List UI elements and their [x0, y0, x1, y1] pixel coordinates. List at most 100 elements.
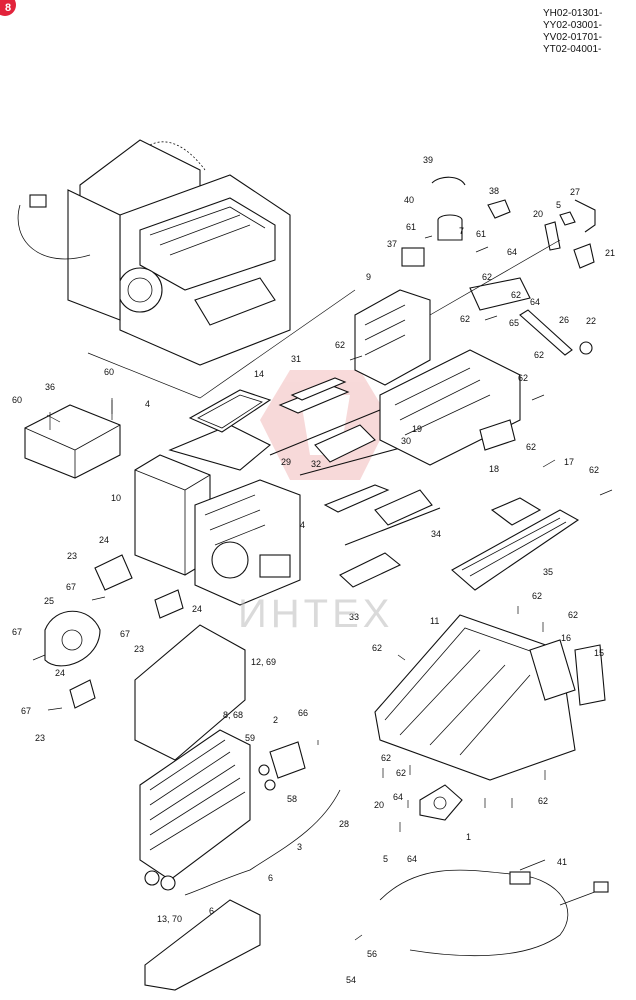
motor-mount-parts	[44, 554, 184, 709]
part-label: 3	[297, 842, 302, 852]
part-label: 20	[374, 800, 384, 810]
part-label: 62	[568, 610, 578, 620]
part-label: 66	[298, 708, 308, 718]
part-label: 19	[412, 424, 422, 434]
part-label: 24	[55, 668, 65, 678]
part-label: 64	[530, 297, 540, 307]
part-label: 4	[145, 399, 150, 409]
linkage-parts	[429, 199, 596, 356]
part-label: 16	[561, 633, 571, 643]
part-label: 17	[564, 457, 574, 467]
heater-case-10	[134, 424, 271, 576]
part-label: 11	[430, 616, 439, 626]
part-label: 30	[401, 436, 411, 446]
part-label: 29	[281, 457, 291, 467]
part-label: 62	[538, 796, 548, 806]
part-label: 8, 68	[223, 710, 243, 720]
watermark-text: ИНТЕХ	[238, 592, 394, 636]
part-label: 5	[383, 854, 388, 864]
serial-number: YH02-01301-	[543, 8, 603, 19]
part-label: 12, 69	[251, 657, 276, 667]
part-label: 6	[209, 906, 214, 916]
lower-case-11	[374, 614, 606, 781]
part-label: 62	[396, 768, 406, 778]
blower-housing	[194, 479, 301, 606]
part-label: 67	[21, 706, 31, 716]
part-label: 6	[268, 873, 273, 883]
part-label: 22	[586, 316, 596, 326]
part-label: 64	[507, 247, 517, 257]
part-label: 61	[406, 222, 416, 232]
part-label: 13, 70	[157, 914, 182, 924]
filter-frame-14	[188, 389, 272, 433]
door-parts	[269, 377, 441, 588]
serial-number: YY02-03001-	[543, 20, 602, 31]
part-label: 7	[459, 226, 464, 236]
part-label: 15	[594, 648, 604, 658]
part-label: 36	[45, 382, 55, 392]
part-label: 25	[44, 596, 54, 606]
assembly-outline	[87, 289, 356, 399]
part-label: 67	[12, 627, 22, 637]
part-label: 64	[407, 854, 417, 864]
part-label: 54	[346, 975, 356, 985]
part-label: 37	[387, 239, 397, 249]
part-label: 23	[134, 644, 144, 654]
part-label: 21	[605, 248, 615, 258]
part-label: 27	[570, 187, 580, 197]
part-label: 5	[556, 200, 561, 210]
part-label: 28	[339, 819, 349, 829]
wiring-harness	[184, 789, 609, 957]
part-label: 26	[559, 315, 569, 325]
part-label: 24	[192, 604, 202, 614]
parts-37-40	[401, 176, 511, 267]
part-label: 10	[111, 493, 121, 503]
part-label: 62	[482, 272, 492, 282]
part-label: 18	[489, 464, 499, 474]
serial-number: YT02-04001-	[543, 44, 602, 55]
evaporator-parts	[134, 624, 261, 991]
control-module-36	[24, 400, 121, 479]
part-label: 4	[300, 520, 305, 530]
part-labels: 39 38 40 27 5 20 61 7 61 37 64 21 9 62 6…	[12, 155, 615, 985]
part-label: 35	[543, 567, 553, 577]
part-label: 38	[489, 186, 499, 196]
part-label: 62	[518, 373, 528, 383]
part-label: 39	[423, 155, 433, 165]
part-label: 60	[104, 367, 114, 377]
part-label: 62	[381, 753, 391, 763]
part-label: 23	[67, 551, 77, 561]
part-label: 31	[291, 354, 301, 364]
part-label: 23	[35, 733, 45, 743]
part-label: 58	[287, 794, 297, 804]
fasteners	[32, 235, 613, 941]
part-label: 62	[511, 290, 521, 300]
part-label: 20	[533, 209, 543, 219]
part-label: 59	[245, 733, 255, 743]
part-label: 14	[254, 369, 264, 379]
part-label: 62	[526, 442, 536, 452]
vent-duct-35	[451, 497, 580, 591]
part-label: 62	[589, 465, 599, 475]
part-label: 65	[509, 318, 519, 328]
part-label: 41	[557, 857, 567, 867]
part-label: 56	[367, 949, 377, 959]
part-label: 34	[431, 529, 441, 539]
part-label: 67	[66, 582, 76, 592]
actuator-parts	[258, 741, 463, 821]
part-label: 24	[99, 535, 109, 545]
part-label: 64	[393, 792, 403, 802]
part-label: 9	[366, 272, 371, 282]
part-label: 61	[476, 229, 486, 239]
upper-case-9	[354, 289, 521, 466]
part-label: 2	[273, 715, 278, 725]
part-label: 62	[372, 643, 382, 653]
serial-number-list: YH02-01301- YY02-03001- YV02-01701- YT02…	[543, 8, 602, 56]
part-label: 40	[404, 195, 414, 205]
part-label: 32	[311, 459, 321, 469]
heater-unit-assembly	[17, 139, 291, 366]
serial-number: YV02-01701-	[543, 32, 602, 43]
part-label: 62	[460, 314, 470, 324]
part-label: 67	[120, 629, 130, 639]
